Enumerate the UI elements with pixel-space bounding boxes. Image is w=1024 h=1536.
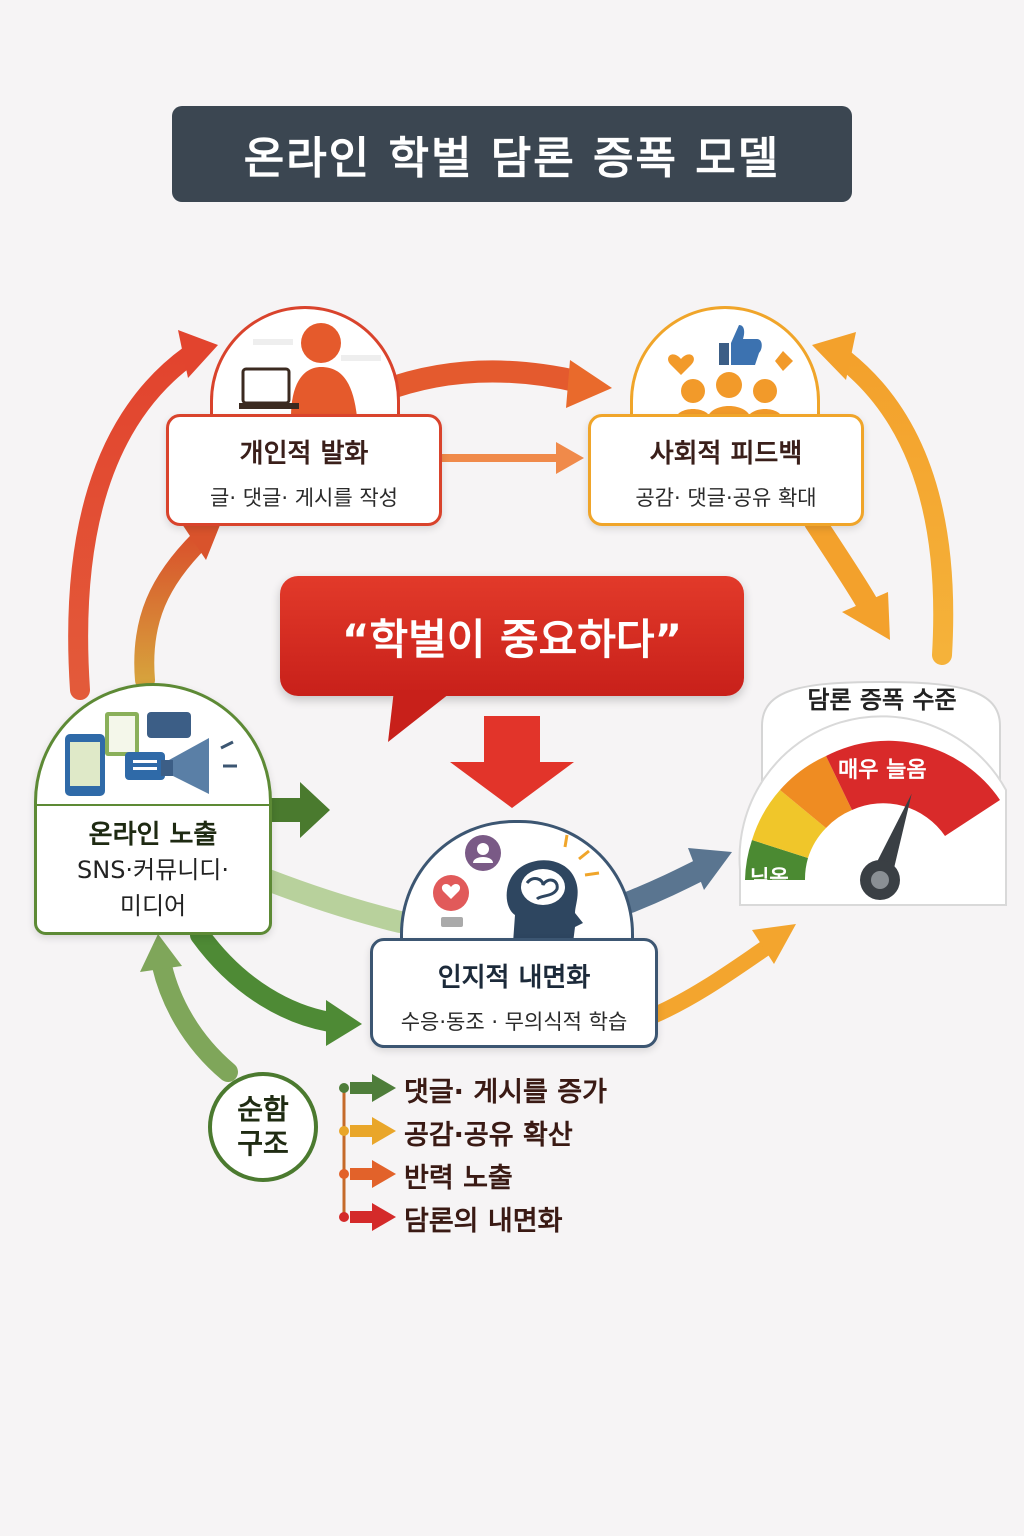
arrowhead [812,332,856,380]
node-subtitle: 글· 댓글· 게시를 작성 [210,486,398,510]
cognitive-icon-dome [400,820,634,943]
node-subtitle-line: SNS·커뮤니디· [77,856,229,884]
arrowhead [140,934,182,972]
legend-arrowhead [372,1117,396,1145]
arrowhead [556,442,584,474]
node-title: 온라인 노출 [88,820,218,850]
arrowhead [326,1000,362,1046]
cycle-label-line: 순함 [237,1093,289,1126]
node-social-feedback: 사회적 피드백 공감· 댓글·공유 확대 [588,414,864,526]
gauge-segment-green [745,840,808,880]
person-laptop-icon [239,323,381,417]
node-title: 인지적 내면화 [437,963,591,993]
cycle-legend-item: 댓글· 게시를 증가 [404,1077,607,1108]
legend-arrow-shaft [350,1211,374,1223]
page-title: 온라인 학벌 담론 증폭 모델 [172,106,852,202]
arrow-online-to-utterance-outer [68,345,200,700]
community-icon [668,325,793,421]
arrow-online-to-cognitive-light [257,869,411,933]
utterance-icon-dome [210,306,400,421]
node-cognitive-internalization: 인지적 내면화 수응·동조 · 무의식적 학습 [370,938,658,1048]
node-individual-utterance: 개인적 발화 글· 댓글· 게시를 작성 [166,414,442,526]
gauge-segment-orange [780,756,852,828]
legend-arrowhead [372,1074,396,1102]
gauge-segment-yellow [752,790,826,858]
legend-dot [339,1212,349,1222]
gauge-low-label: 닞옴 [750,866,789,890]
legend-arrow-shaft [350,1082,374,1094]
node-title: 사회적 피드백 [649,439,803,469]
legend-arrowhead [372,1203,396,1231]
arrow-online-to-utterance-inner [134,530,210,690]
media-devices-icon [65,712,237,796]
arrowhead [182,520,222,560]
legend-dot [339,1083,349,1093]
node-subtitle: 공감· 댓글·공유 확대 [635,486,817,510]
legend-arrows [339,1074,396,1231]
node-title: 개인적 발화 [239,439,369,469]
arrowhead [178,330,218,378]
arrowhead [842,592,890,640]
legend-dot [339,1126,349,1136]
arrow-gauge-to-social-outer [835,350,954,665]
cycle-structure-badge: 순함 구조 [208,1072,318,1182]
gauge-title: 담론 증폭 수준 [807,686,957,714]
speech-bubble-tail [388,690,454,742]
arrowhead [688,848,732,890]
social-icon-dome [630,306,820,421]
cycle-label-line: 구조 [237,1127,289,1160]
legend-arrow-shaft [350,1125,374,1137]
arrow-bubble-to-cognitive [450,716,574,808]
arrowhead [566,360,612,408]
speech-bubble: “학벌이 중요하다” [280,576,744,696]
divider [37,804,269,806]
legend-arrowhead [372,1160,396,1188]
arrow-cycle-to-online [152,956,238,1082]
legend-arrow-shaft [350,1168,374,1180]
node-online-exposure: 온라인 노출 SNS·커뮤니디· 미디어 [34,683,272,935]
cycle-legend-item: 담론의 내면화 [404,1206,563,1237]
arrow-cognitive-to-gauge [619,859,711,913]
arrow-utterance-to-social [369,360,591,403]
arrow-cognitive-to-gauge-orange [647,937,778,1023]
legend-dot [339,1169,349,1179]
arrow-online-to-cognitive [190,925,340,1032]
gauge-segment-red [826,740,1000,836]
cycle-legend-item: 공감·공유 확산 [404,1120,573,1151]
node-subtitle: SNS·커뮤니디· 미디어 [47,852,259,924]
arrowhead [752,924,796,964]
arrow-social-to-gauge [804,511,879,616]
arrow-online-right [268,782,330,838]
node-subtitle-line: 미디어 [119,892,187,920]
gauge-high-label: 매우 늘옴 [838,758,927,783]
gauge-dial [745,740,1000,880]
brain-head-icon [433,834,600,943]
node-subtitle: 수응·동조 · 무의식적 학습 [400,1010,628,1034]
cycle-legend-item: 반력 노출 [404,1163,513,1194]
